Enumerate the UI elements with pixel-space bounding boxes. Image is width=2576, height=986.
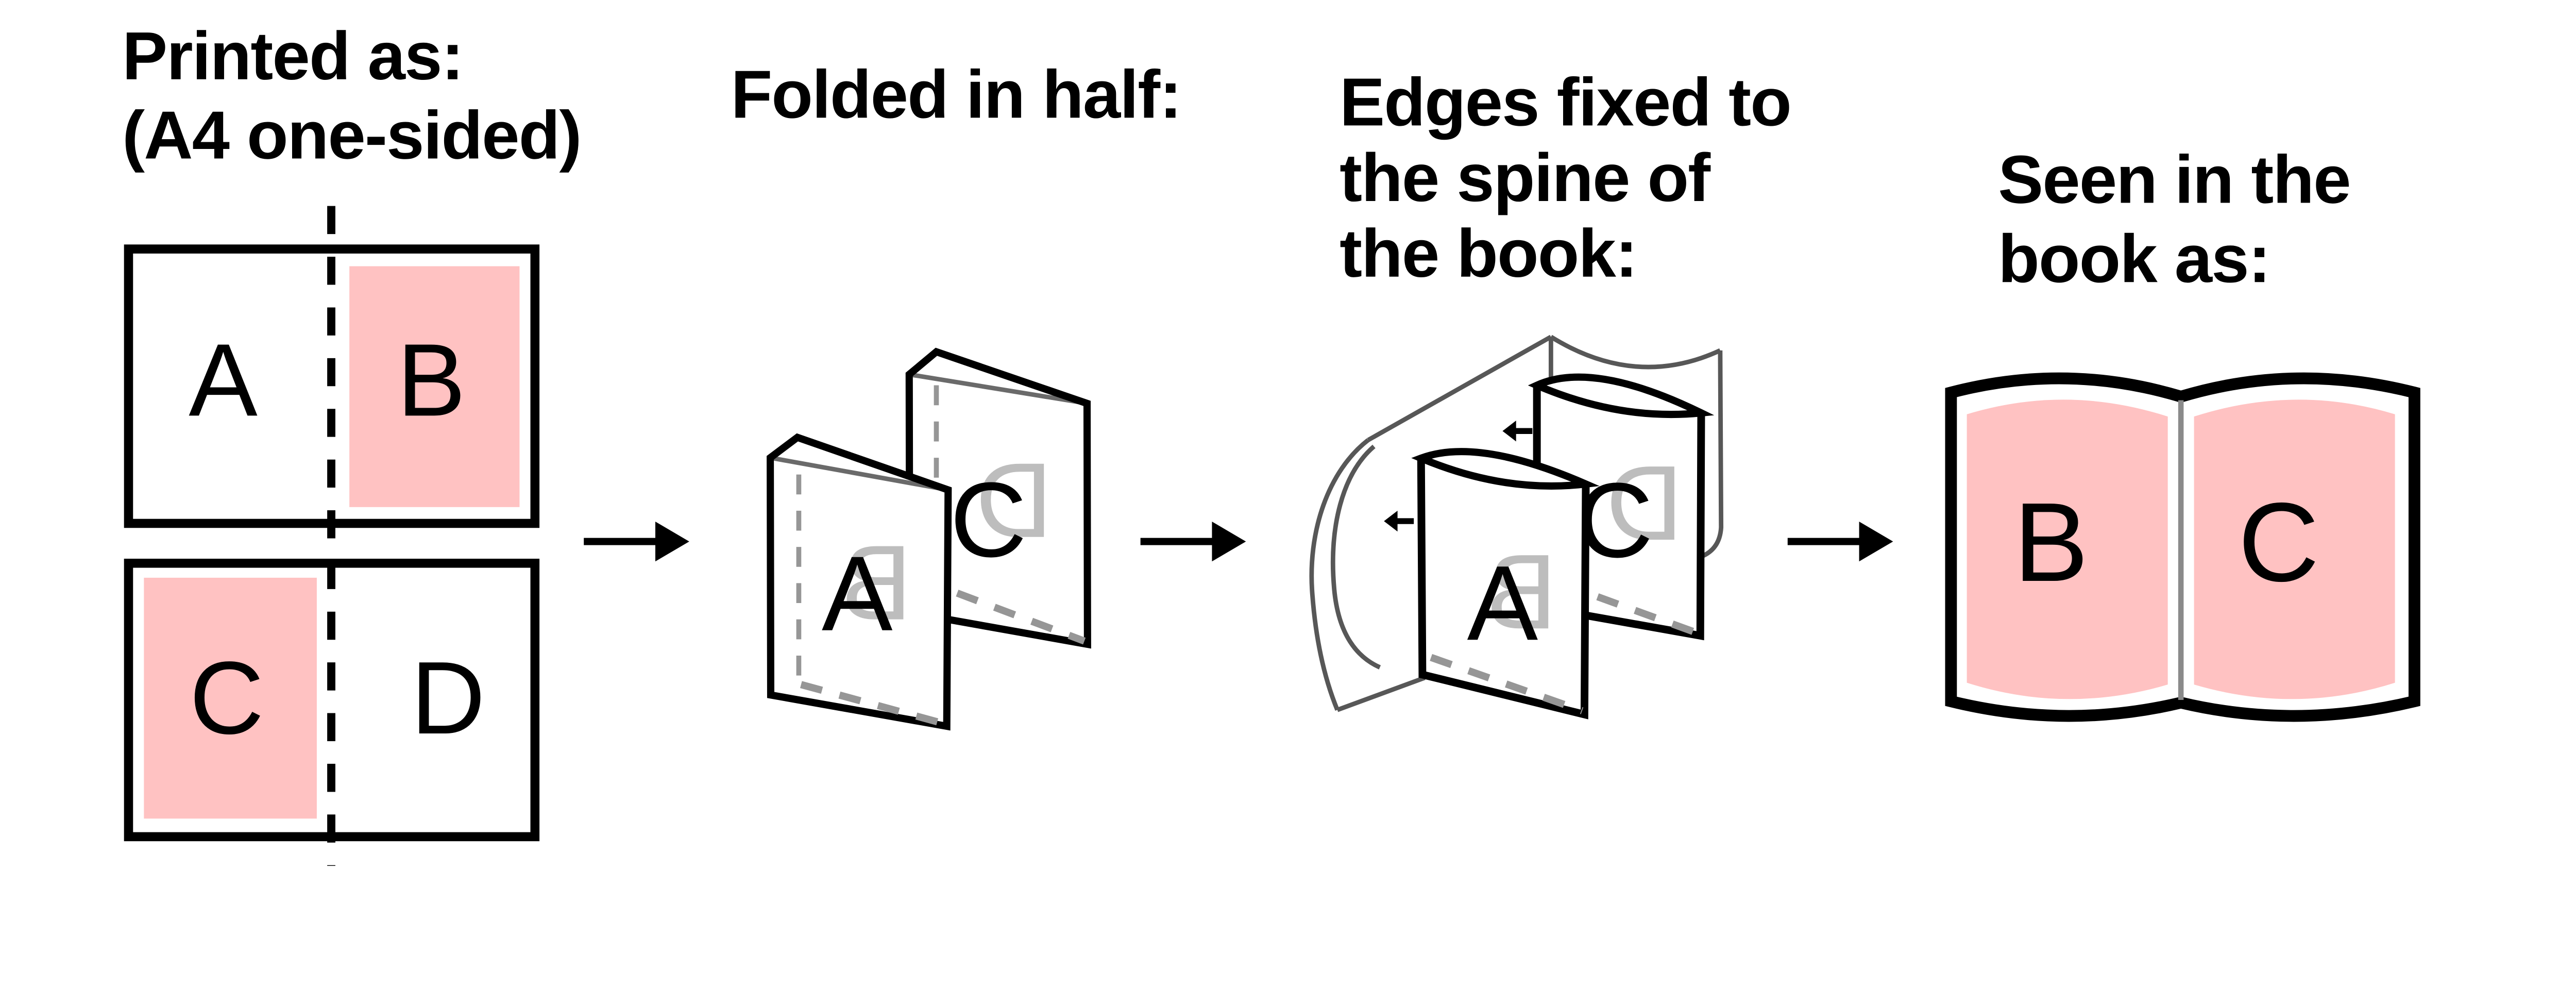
fixed-label-line-1: Edges fixed to	[1340, 64, 1791, 140]
panel-printed: Printed as: (A4 one-sided) A B C D	[122, 18, 582, 866]
folded-booklet-a-crease	[770, 455, 949, 492]
printed-page-a-label: A	[189, 323, 258, 438]
folded-label: Folded in half:	[731, 56, 1181, 132]
panel-fixed: Edges fixed to the spine of the book:	[1309, 64, 1792, 720]
printed-label-line-1: Printed as:	[122, 18, 463, 94]
folded-booklet-a-face	[770, 437, 948, 726]
folded-booklet-c: D C	[905, 347, 1091, 649]
fix-arrow-left-icon-1	[1502, 421, 1533, 442]
panel-folded: Folded in half: D C B A	[731, 56, 1182, 731]
diagram-canvas: Printed as: (A4 one-sided) A B C D Folde…	[122, 18, 2420, 866]
folded-booklet-c-ghost-letter: D	[976, 441, 1053, 560]
printed-page-c-label: C	[190, 641, 264, 756]
open-book-left-page-highlight	[1967, 399, 2168, 699]
fixed-booklet-a-hidden-edge-dash	[1430, 654, 1584, 714]
fixed-label-line-3: the book:	[1340, 215, 1637, 291]
fixed-booklet-a-fold-lens	[1411, 448, 1600, 490]
fixed-booklet-c-ghost-letter: D	[1606, 443, 1683, 562]
folded-booklet-c-crease	[909, 372, 1088, 406]
panel-seen: Seen in the book as: B C	[1945, 142, 2420, 722]
fixed-booklet-c-hidden-edge-dash	[1596, 593, 1699, 637]
printed-label-line-2: (A4 one-sided)	[122, 97, 581, 173]
spine-sheet-curl-inner	[1331, 444, 1381, 670]
printed-sheet-2-highlight-c	[144, 577, 317, 819]
fix-arrow-left-icon-2	[1384, 510, 1414, 532]
open-book-right-page-highlight	[2194, 399, 2395, 699]
spine-sheet-curl-outer	[1309, 438, 1370, 711]
printed-page-d-label: D	[411, 641, 485, 756]
spine-sheet-top-right-edge	[1550, 335, 1721, 370]
open-book-right-page-letter: C	[2238, 480, 2319, 605]
folded-booklet-c-front-letter: C	[950, 460, 1027, 579]
folded-booklet-a-outline	[767, 433, 952, 731]
flow-arrow-right-icon-2	[1140, 521, 1246, 562]
fixed-booklet-a-front-letter: A	[1467, 543, 1538, 662]
seen-label-line-2: book as:	[1998, 221, 2270, 296]
folded-booklet-c-face	[909, 352, 1088, 644]
fixed-booklet-c-fold-lens	[1528, 373, 1715, 419]
folded-booklet-c-outline	[905, 347, 1091, 649]
fixed-booklet-a-face	[1421, 452, 1586, 715]
seen-label-line-1: Seen in the	[1998, 142, 2350, 218]
folded-booklet-a-hidden-edge-dash	[800, 681, 945, 727]
printed-page-b-label: B	[397, 323, 466, 438]
flow-arrow-right-icon-1	[584, 521, 689, 562]
fixed-booklet-a: B A	[1411, 448, 1600, 720]
folded-booklet-a-front-letter: A	[822, 534, 893, 653]
fixed-booklet-a-ghost-letter: B	[1486, 532, 1557, 651]
flow-arrow-right-icon-3	[1787, 521, 1893, 562]
fixed-label-line-2: the spine of	[1340, 140, 1711, 215]
spine-sheet-top-left-edge	[1367, 335, 1552, 442]
folded-booklet-a: B A	[767, 433, 952, 731]
book-fold-diagram: Printed as: (A4 one-sided) A B C D Folde…	[122, 18, 2420, 866]
printed-sheet-1-highlight-b	[349, 266, 520, 507]
open-book-left-page-letter: B	[2013, 480, 2088, 605]
spine-sheet-bottom-edge	[1336, 675, 1426, 712]
folded-booklet-a-ghost-letter: B	[841, 523, 912, 642]
fixed-booklet-a-outline	[1417, 458, 1590, 720]
